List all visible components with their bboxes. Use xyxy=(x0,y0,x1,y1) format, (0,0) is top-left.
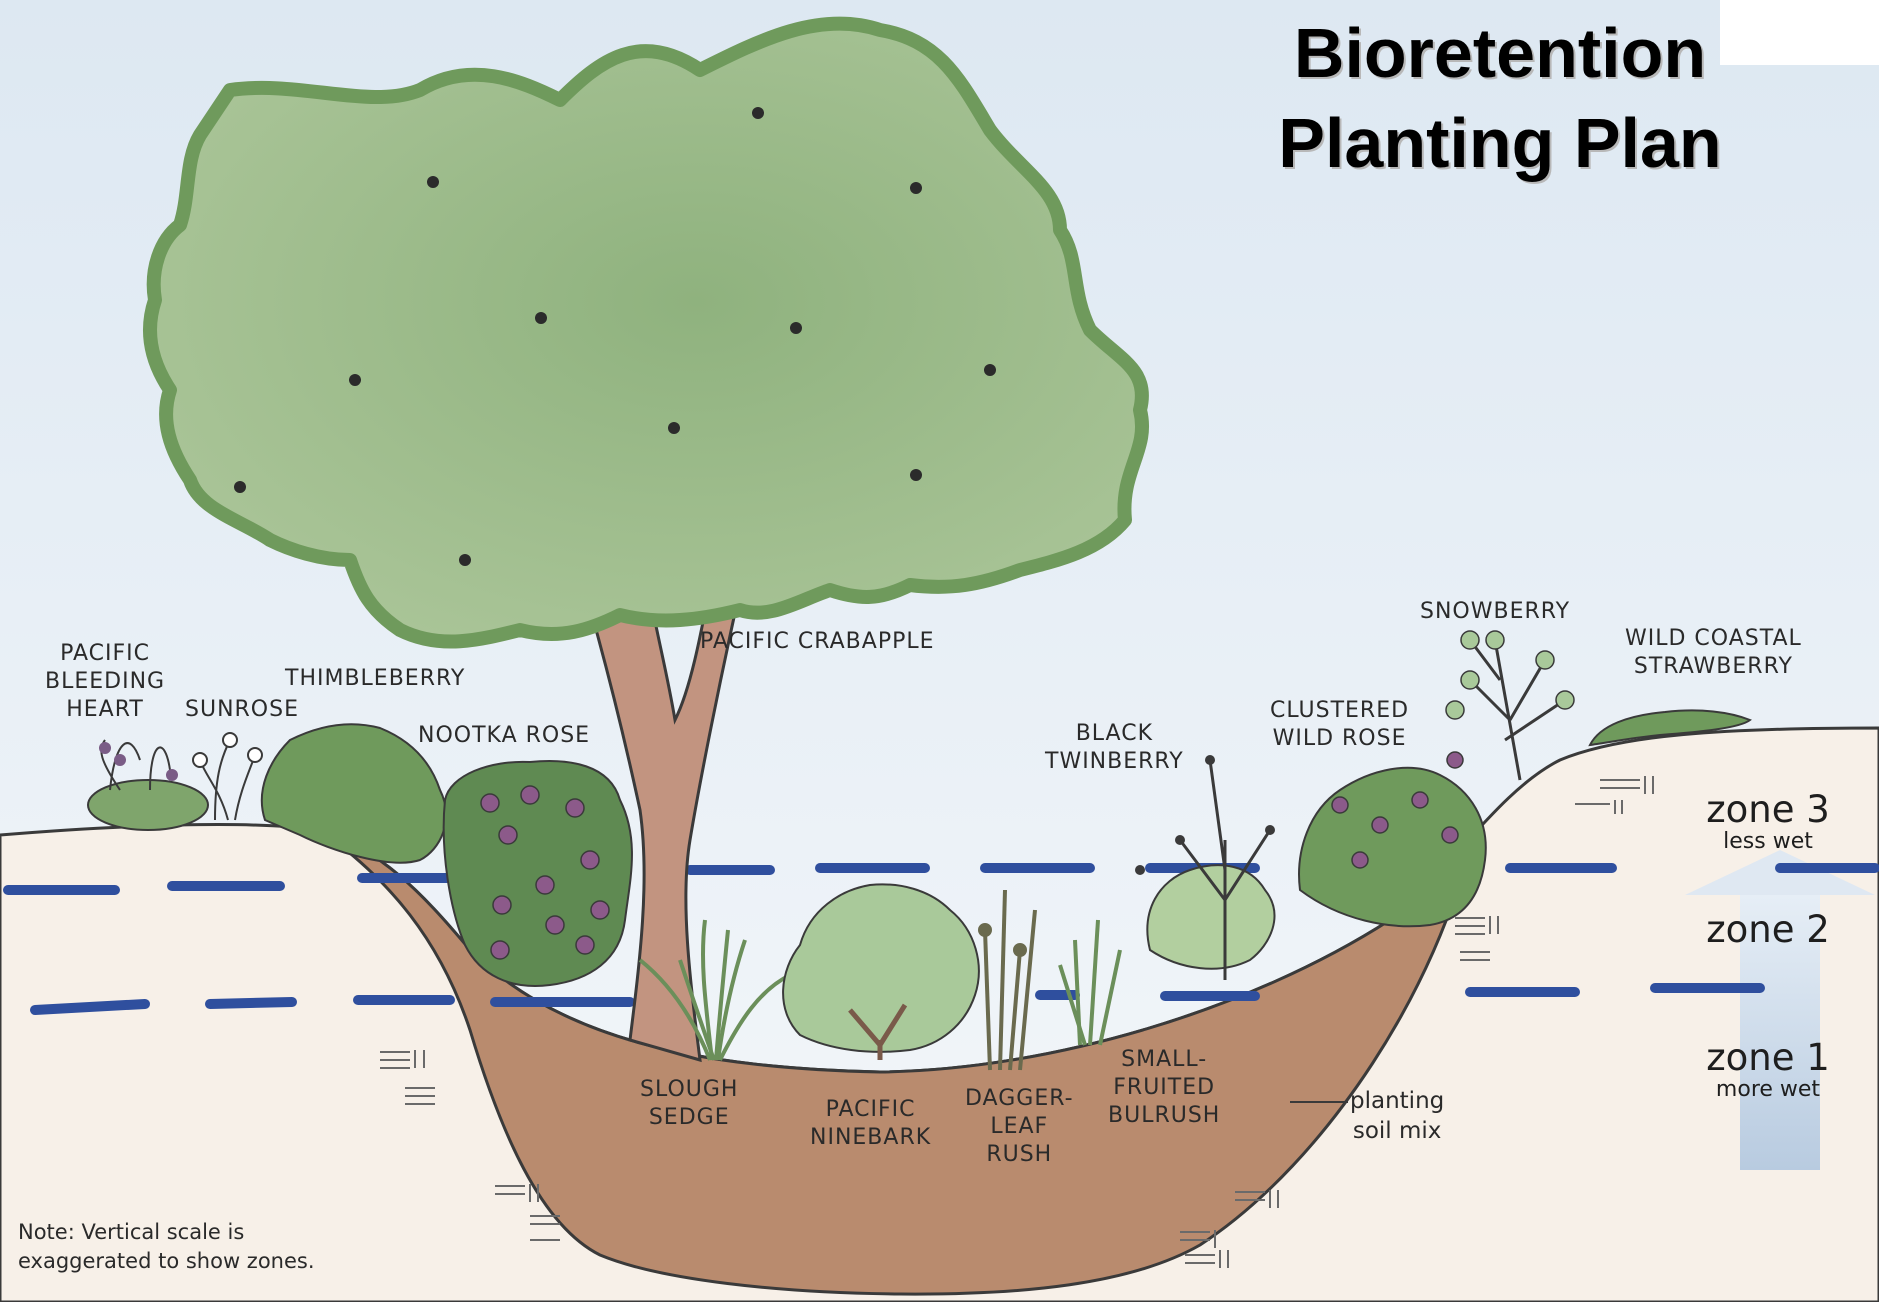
page-title: Bioretention Planting Plan xyxy=(1180,8,1820,188)
scale-note: Note: Vertical scale is exaggerated to s… xyxy=(18,1218,315,1276)
label-nootka-rose: NOOTKA ROSE xyxy=(418,722,590,750)
label-pacific-crabapple: PACIFIC CRABAPPLE xyxy=(700,628,935,656)
nootka-rose-plant xyxy=(444,761,632,986)
label-sunrose: SUNROSE xyxy=(185,696,299,724)
zone-2-label: zone 2 xyxy=(1668,910,1868,950)
title-line-2: Planting Plan xyxy=(1180,98,1820,188)
label-black-twinberry: BLACK TWINBERRY xyxy=(1045,720,1184,776)
label-wild-coastal-strawberry: WILD COASTAL STRAWBERRY xyxy=(1625,625,1802,681)
zone-3-label: zone 3 less wet xyxy=(1668,790,1868,854)
label-snowberry: SNOWBERRY xyxy=(1420,598,1570,626)
label-planting-soil-mix: planting soil mix xyxy=(1350,1086,1444,1146)
label-pacific-ninebark: PACIFIC NINEBARK xyxy=(810,1096,931,1152)
label-small-fruited-bulrush: SMALL- FRUITED BULRUSH xyxy=(1108,1046,1220,1130)
label-slough-sedge: SLOUGH SEDGE xyxy=(640,1076,738,1132)
title-line-1: Bioretention xyxy=(1180,8,1820,98)
label-clustered-wild-rose: CLUSTERED WILD ROSE xyxy=(1270,697,1409,753)
zone-1-label: zone 1 more wet xyxy=(1668,1038,1868,1102)
label-thimbleberry: THIMBLEBERRY xyxy=(285,665,465,693)
label-dagger-leaf-rush: DAGGER- LEAF RUSH xyxy=(965,1085,1074,1169)
label-pacific-bleeding-heart: PACIFIC BLEEDING HEART xyxy=(45,640,165,724)
